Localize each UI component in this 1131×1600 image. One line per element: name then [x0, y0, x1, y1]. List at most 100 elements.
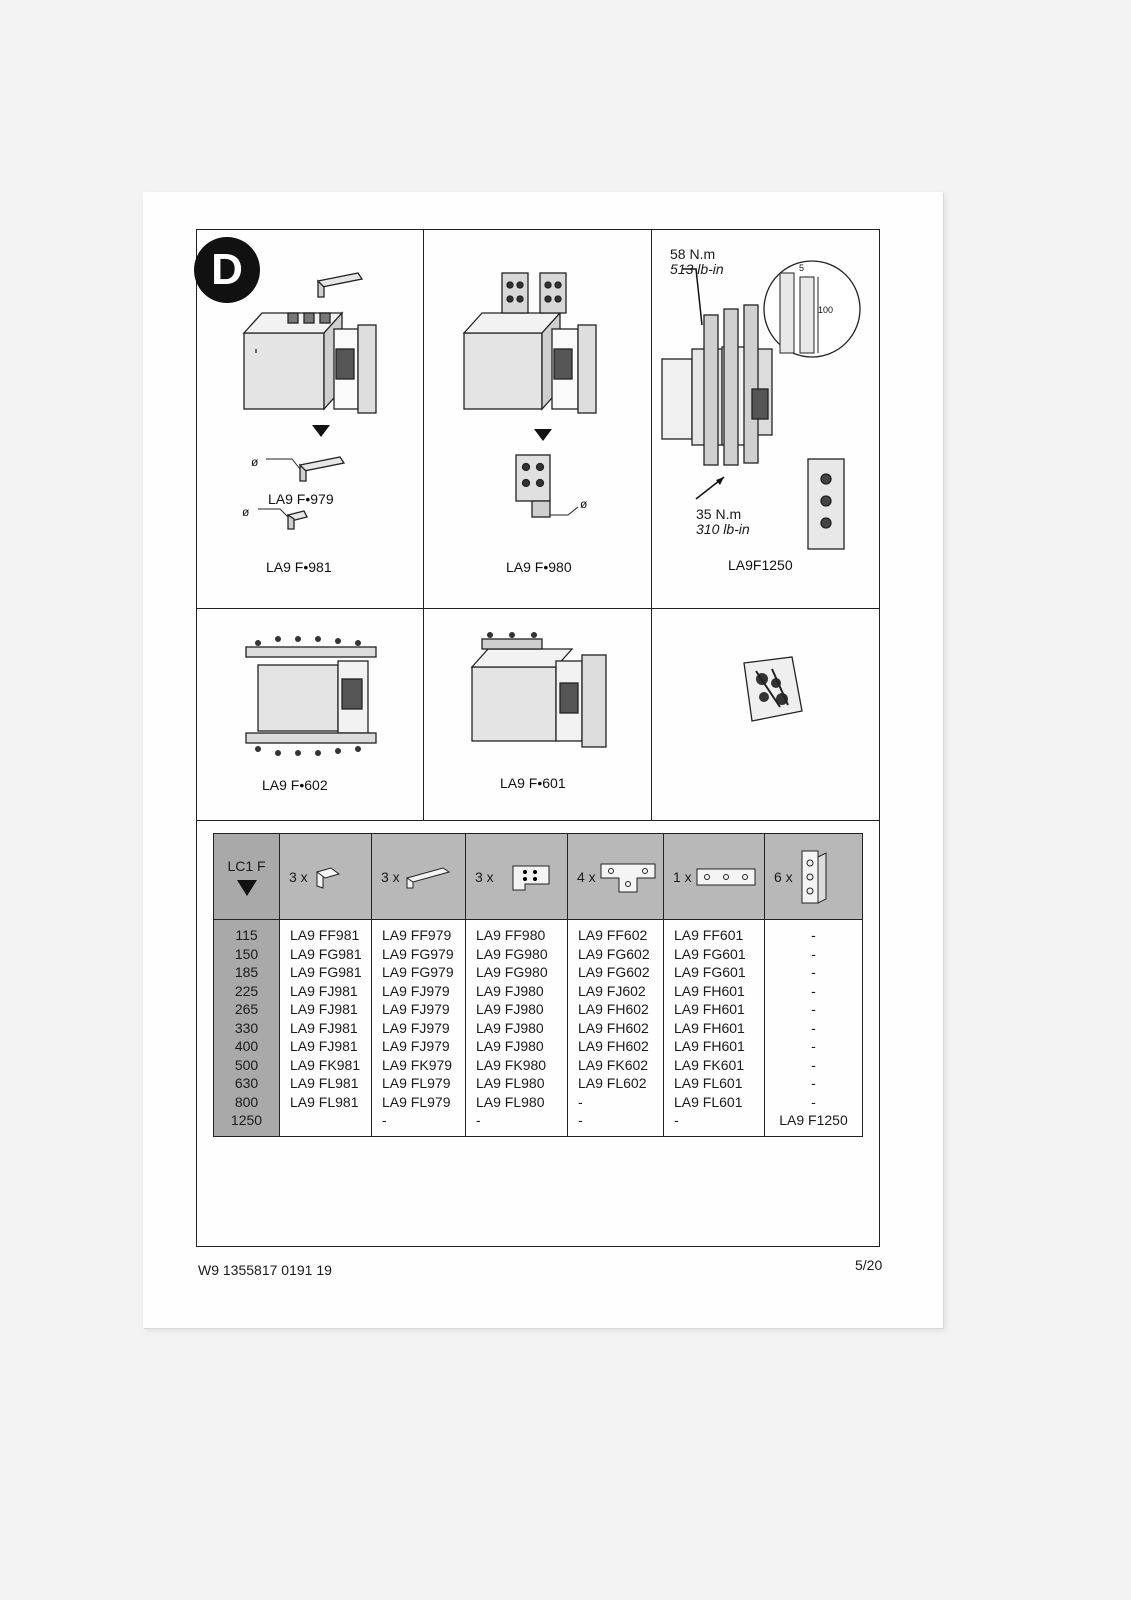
column-header-bracket-981: 3 x	[279, 833, 372, 920]
part-label-la9f1250: LA9F1250	[728, 557, 793, 573]
part-number-cell: LA9 FL601	[674, 1075, 743, 1091]
part-number-cell: LA9 FL980	[476, 1093, 545, 1110]
part-number-cell: LA9 FJ979	[382, 1038, 450, 1054]
part-number-cell: LA9 FH601	[674, 1001, 745, 1017]
part-number-cell: LA9 FG602	[578, 964, 650, 980]
part-number-cell: -	[811, 1019, 816, 1036]
part-number-cell: -	[674, 1112, 679, 1128]
column-header-bar-602: 4 x	[567, 833, 664, 920]
part-number-cell: -	[811, 982, 816, 999]
rating-cell: 265	[234, 1001, 259, 1017]
part-number-cell: LA9 FJ981	[290, 1001, 358, 1017]
section-badge: D	[194, 237, 260, 303]
column-header-plate-980: 3 x	[465, 833, 568, 920]
l-bracket-icon	[315, 866, 340, 889]
column-header-bar-601: 1 x	[663, 833, 765, 920]
panel-terminal-plate-980: ø LA9 F•980	[424, 229, 652, 609]
part-number-cell: LA9 FG981	[290, 964, 362, 980]
content-frame	[196, 229, 880, 1247]
part-number-cell: -	[811, 1001, 816, 1017]
column-header-bracket-979: 3 x	[371, 833, 466, 920]
qty-label: 6 x	[774, 868, 793, 885]
part-number-cell: -	[811, 1056, 816, 1073]
part-number-cell: LA9 FK979	[382, 1056, 453, 1073]
part-number-cell: -	[811, 1093, 816, 1110]
part-number-cell: LA9 FJ979	[382, 1001, 450, 1017]
part-number-cell: -	[811, 945, 816, 962]
part-number-cell: LA9 FJ980	[476, 982, 544, 999]
part-number-cell: LA9 FJ980	[476, 1001, 544, 1017]
part-number-cell: -	[476, 1112, 481, 1128]
long-bracket-icon	[405, 866, 450, 888]
torque-top-lbin: 513 lb-in	[670, 261, 724, 277]
rating-cell: 1250	[230, 1112, 263, 1128]
part-label-980: LA9 F•980	[506, 559, 572, 575]
part-number-cell: LA9 FG601	[674, 945, 746, 962]
part-label-979: LA9 F•979	[268, 491, 334, 507]
terminal-plate-icon	[512, 865, 550, 890]
part-number-cell: LA9 FG981	[290, 945, 362, 962]
illustration-grid: ø ø LA9 F•979 LA9 F•981	[196, 229, 880, 821]
flat-bar-icon	[696, 868, 756, 885]
qty-label: 1 x	[673, 868, 692, 885]
panel-bars-601: LA9 F•601	[424, 609, 652, 821]
panel-terminal-bars-979-981: ø ø LA9 F•979 LA9 F•981	[196, 229, 424, 609]
qty-label: 3 x	[381, 868, 400, 885]
part-number-cell: LA9 FL979	[382, 1093, 451, 1110]
part-number-cell: LA9 FF981	[290, 927, 360, 943]
part-number-cell: LA9 FG980	[476, 964, 548, 980]
part-number-cell: LA9 FH602	[578, 1001, 649, 1017]
rating-cell: 225	[234, 982, 259, 999]
part-number-cell: LA9 FK981	[290, 1056, 361, 1073]
part-label-601: LA9 F•601	[500, 775, 566, 791]
contactor-with-bar-601-illustration	[470, 632, 607, 748]
part-number-cell: -	[382, 1112, 387, 1128]
lc1f-label: LC1 F	[227, 857, 266, 874]
zoom-dim-b: 100	[818, 305, 834, 315]
part-number-cell: LA9 FK601	[674, 1056, 745, 1073]
document-reference: W9 1355817 0191 19	[198, 1262, 332, 1278]
panel-bolt-kit	[652, 609, 880, 821]
qty-label: 4 x	[577, 868, 596, 885]
part-number-cell: LA9 F1250	[779, 1112, 848, 1128]
part-number-cell: LA9 FH601	[674, 982, 745, 999]
part-number-cell: LA9 FG979	[382, 964, 454, 980]
part-number-cell: LA9 FF601	[674, 927, 744, 943]
rating-cell: 400	[234, 1038, 259, 1054]
part-number-cell: LA9 FK602	[578, 1056, 649, 1073]
part-number-cell: LA9 FJ980	[476, 1019, 544, 1036]
rating-cell: 115	[235, 927, 258, 943]
part-number-cell: LA9 FJ981	[290, 1019, 358, 1036]
rating-cell: 330	[234, 1019, 259, 1036]
diameter-callout: ø	[251, 455, 259, 469]
part-number-cell: -	[811, 964, 816, 980]
part-number-cell: -	[811, 1075, 816, 1091]
part-number-cell: LA9 FL980	[476, 1075, 545, 1091]
part-label-981: LA9 F•981	[266, 559, 332, 575]
part-number-cell: LA9 FJ980	[476, 1038, 544, 1054]
part-number-cell: -	[811, 1038, 816, 1054]
panel-la9f1250-torque: 58 N.m 513 lb-in 35 N.m 310 lb-in 5 100 …	[652, 229, 880, 609]
torque-top-nm: 58 N.m	[670, 246, 716, 262]
rating-cell: 150	[234, 945, 259, 962]
part-number-cell: -	[811, 927, 816, 943]
torque-bottom-nm: 35 N.m	[696, 506, 742, 522]
diameter-callout: ø	[242, 505, 250, 519]
zoom-dim-a: 5	[799, 263, 805, 273]
rating-cell: 630	[234, 1075, 259, 1091]
part-number-cell: -	[578, 1093, 583, 1110]
part-number-cell: LA9 FJ602	[578, 982, 646, 999]
diameter-callout: ø	[580, 497, 588, 511]
part-number-cell: LA9 FF602	[578, 927, 648, 943]
clamp-plate-icon	[801, 850, 827, 904]
part-number-cell: LA9 FL979	[382, 1075, 451, 1091]
